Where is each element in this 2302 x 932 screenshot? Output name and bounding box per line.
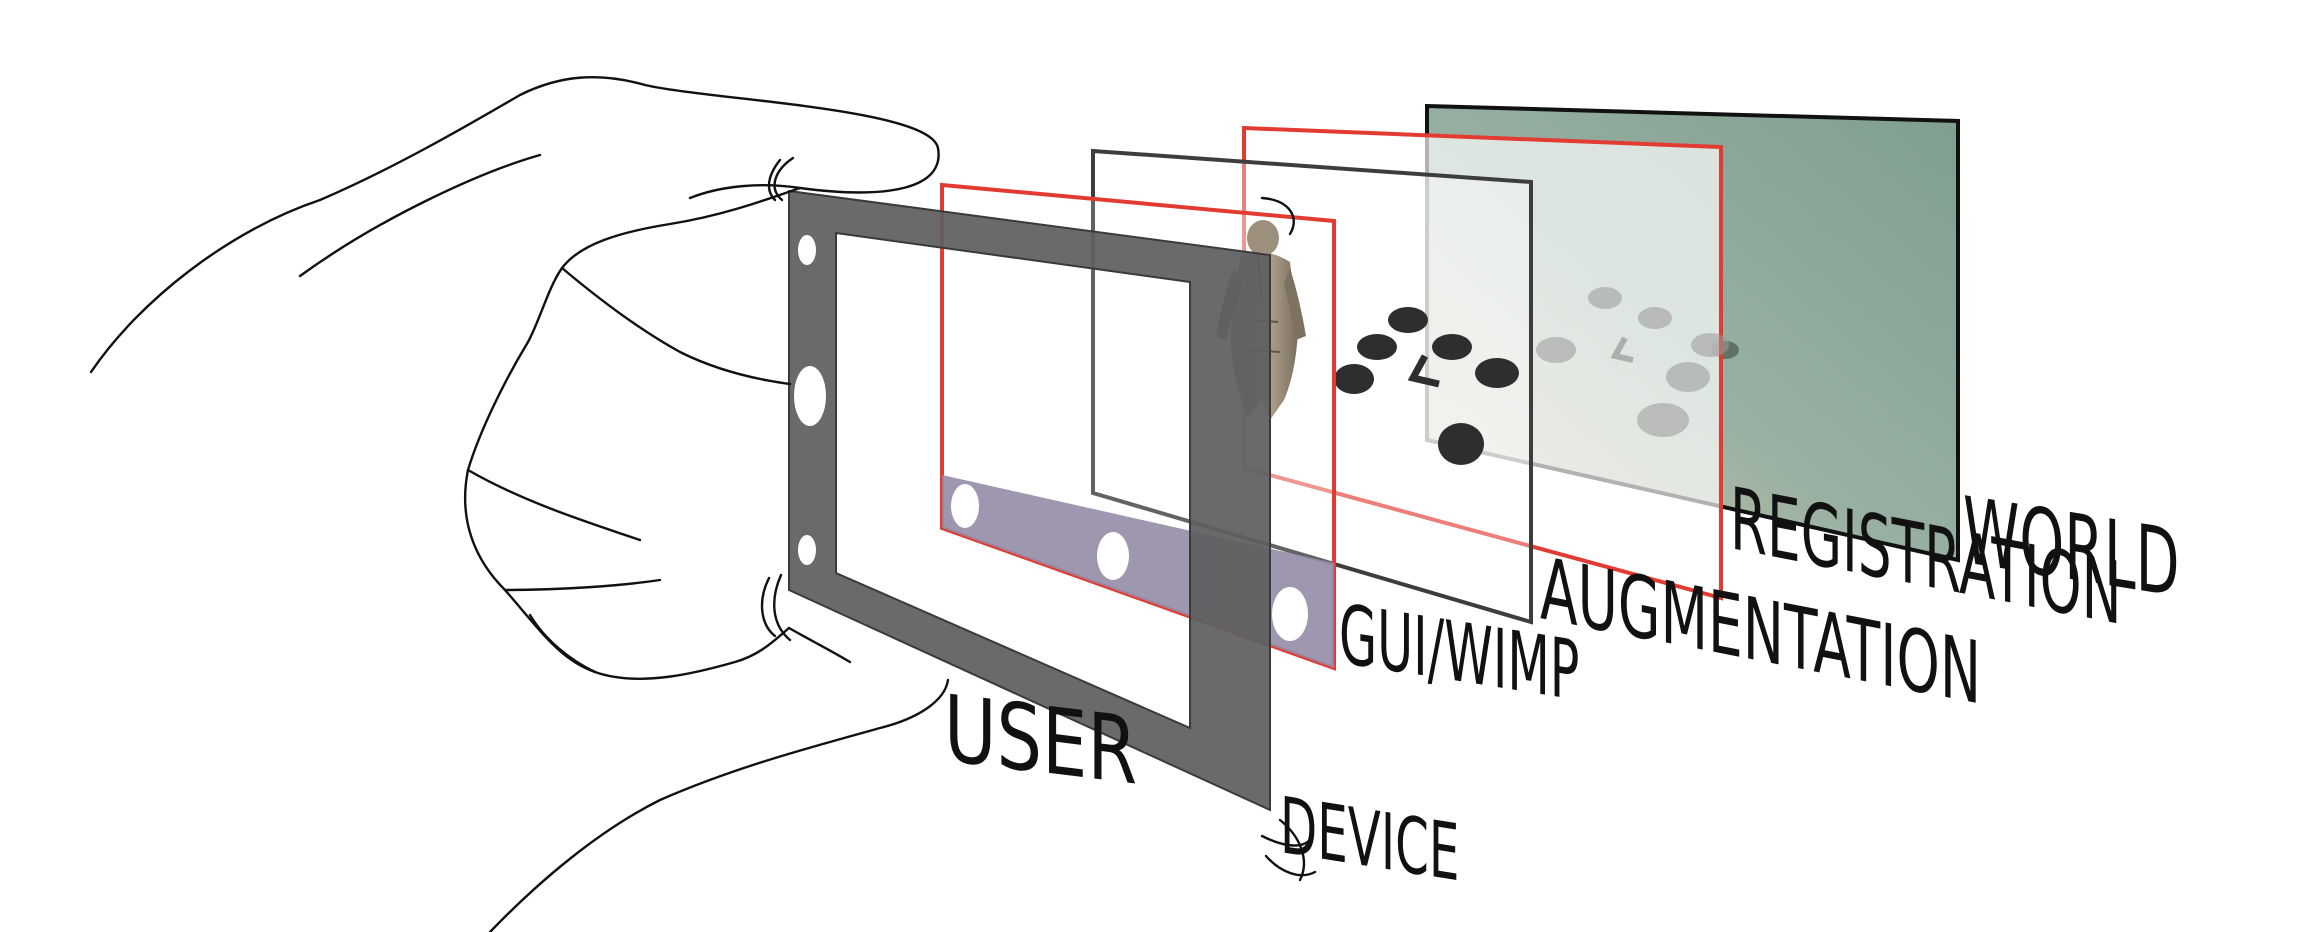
device-button-middle	[794, 366, 826, 426]
hand-outline-icon	[89, 75, 1317, 932]
gui-button-2	[1097, 532, 1129, 580]
registration-markers	[1536, 287, 1729, 437]
device-button-bottom	[798, 535, 816, 565]
fiducial-marker-icon	[1407, 354, 1440, 388]
gui-button-3	[1272, 587, 1308, 641]
fiducial-marker-icon	[1610, 336, 1634, 363]
augmentation-markers	[1334, 307, 1519, 465]
device-button-top	[798, 235, 816, 265]
device-frame	[788, 189, 1271, 812]
label-user: USER	[944, 674, 1137, 806]
gui-button-1	[951, 484, 979, 528]
label-device: DEVICE	[1280, 781, 1459, 899]
